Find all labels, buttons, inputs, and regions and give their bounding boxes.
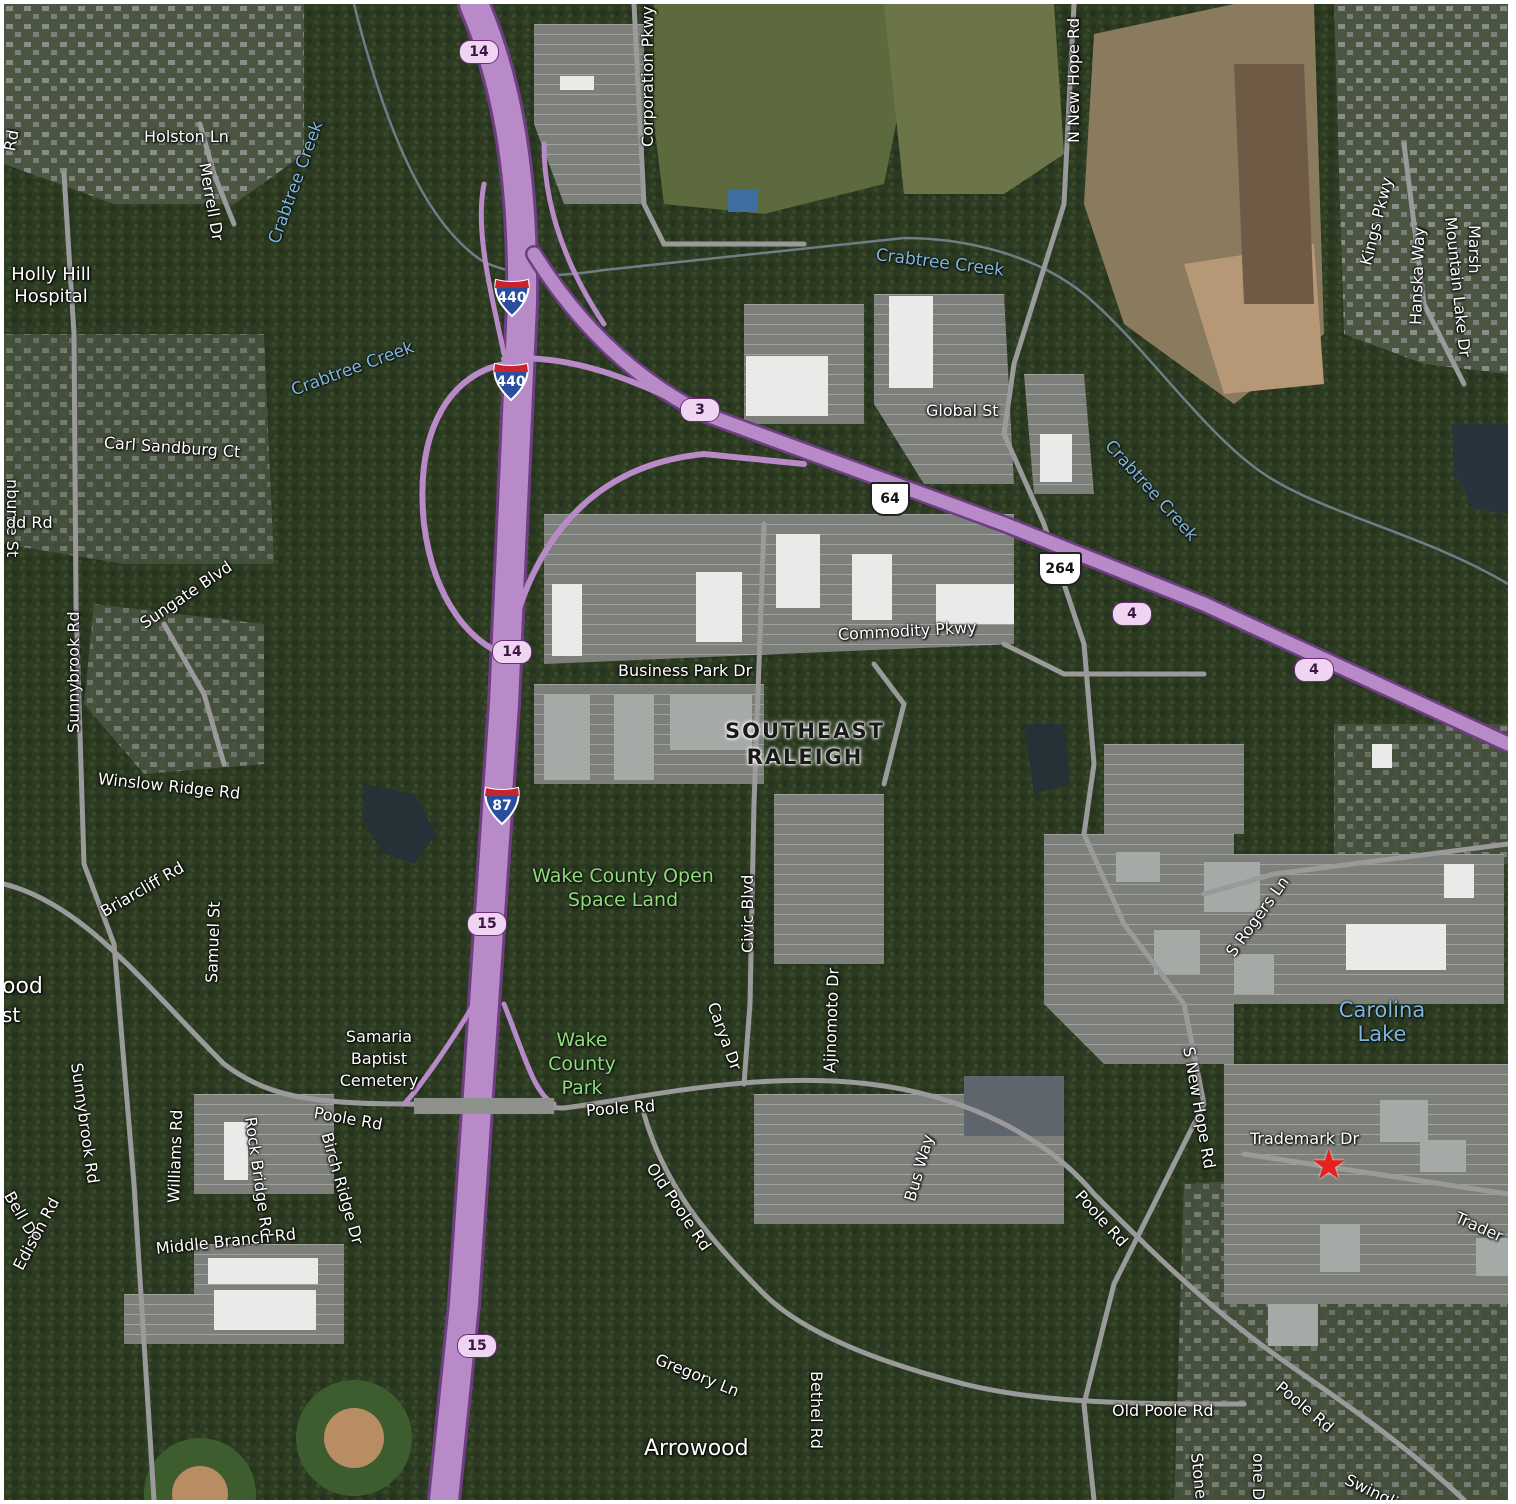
corporation-pkwy-label: Corporation Pkwy (638, 5, 657, 147)
wake-county-park-label[interactable]: Wake County Park (548, 1029, 616, 1099)
hanska-way-label: Hanska Way (1406, 226, 1429, 326)
arrowood-label[interactable]: Arrowood (644, 1436, 749, 1461)
building-roofs (208, 76, 1474, 1330)
exit-14-mid-shield: 14 (492, 640, 532, 664)
old-poole-rd-south-label: Old Poole Rd (1112, 1401, 1214, 1420)
interstate-440-north-shield: 440 (492, 278, 532, 318)
st-edge-label: st (4, 1003, 21, 1027)
one-dr-edge-label: one Dr (1249, 1453, 1268, 1500)
samuel-st-label: Samuel St (202, 901, 224, 984)
satellite-map[interactable]: 14 14 15 15 3 4 4 64 264 440 440 87 Holl… (4, 4, 1508, 1500)
n-new-hope-rd-label: N New Hope Rd (1064, 17, 1083, 143)
exit-4-b-shield: 4 (1294, 658, 1334, 682)
interstate-87-shield: 87 (482, 786, 522, 826)
dd-rd-edge-label: dd Rd (6, 513, 53, 532)
holston-ln-label: Holston Ln (144, 127, 229, 146)
samaria-baptist-cemetery-label[interactable]: Samaria Baptist Cemetery (339, 1027, 419, 1090)
exit-3-shield: 3 (680, 398, 720, 422)
od-edge-label: ood (4, 974, 43, 999)
interstate-440-south-shield: 440 (491, 362, 531, 402)
exit-15-mid-shield: 15 (467, 912, 507, 936)
southeast-raleigh-label: SOUTHEAST RALEIGH (725, 719, 885, 769)
ajinomoto-dr-label: Ajinomoto Dr (820, 967, 843, 1074)
exit-4-a-shield: 4 (1112, 602, 1152, 626)
business-park-dr-label: Business Park Dr (618, 661, 753, 680)
interstate-shield-icon (484, 786, 520, 826)
us-264-shield: 264 (1038, 552, 1082, 586)
global-st-label: Global St (926, 401, 999, 420)
red-star-marker-icon[interactable]: ★ (1310, 1140, 1348, 1189)
exit-15-bottom-shield: 15 (457, 1334, 497, 1358)
carolina-lake-label[interactable]: Carolina Lake (1338, 998, 1426, 1046)
map-imagery (4, 4, 1508, 1500)
sunnybrook-rd-north-label: Sunnybrook Rd (64, 611, 83, 733)
us-64-shield: 64 (870, 482, 910, 516)
marsh-edge-label: Marsh (1465, 225, 1484, 274)
interstate-shield-icon (494, 278, 530, 318)
civic-blvd-label: Civic Blvd (738, 874, 757, 953)
local-roads (4, 4, 1508, 1500)
holly-hill-hospital-label[interactable]: Holly Hill Hospital (11, 264, 91, 307)
crabtree-creek-line (352, 4, 1508, 586)
exit-14-top-shield: 14 (459, 40, 499, 64)
interstate-shield-icon (493, 362, 529, 402)
wake-county-open-space-land-label[interactable]: Wake County Open Space Land (532, 865, 714, 911)
bethel-rd-label: Bethel Rd (807, 1371, 826, 1449)
trademark-dr-label: Trademark Dr (1250, 1129, 1360, 1148)
field-north (654, 4, 964, 214)
williams-rd-label: Williams Rd (164, 1109, 187, 1204)
